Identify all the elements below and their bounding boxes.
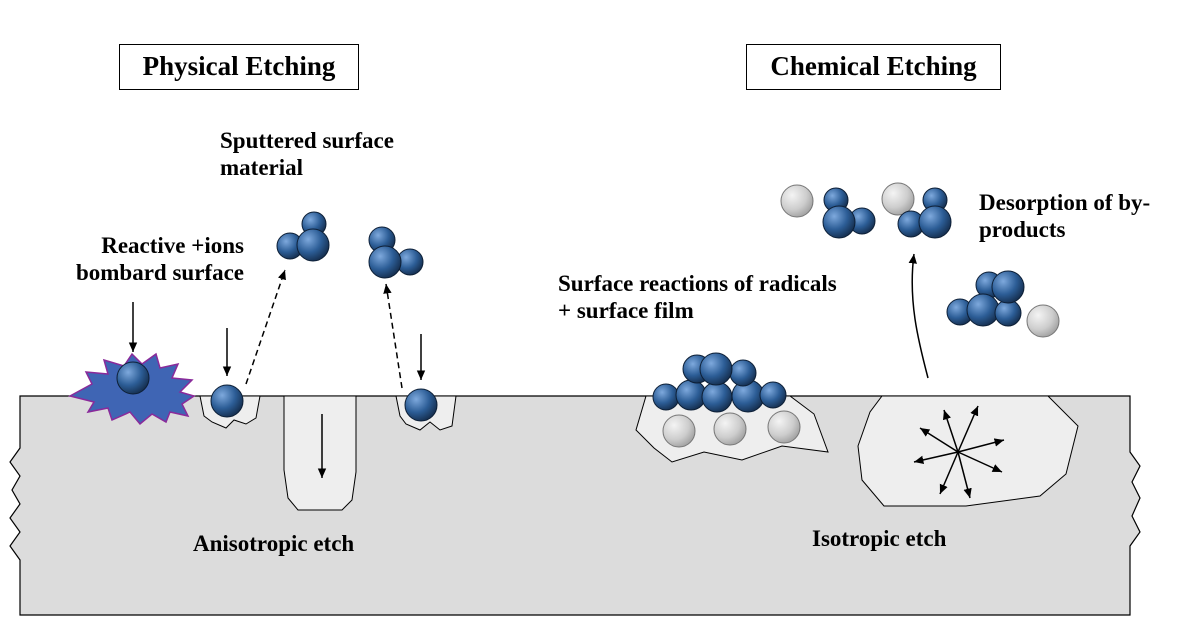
byproduct-gray [780, 184, 814, 218]
ion-particle [116, 361, 150, 395]
byproduct-gray [881, 182, 915, 216]
isotropic-arrows [913, 405, 1005, 499]
surface-reactions-line2: + surface film [558, 298, 694, 323]
desorption-label-line2: products [979, 217, 1066, 242]
anisotropic-label: Anisotropic etch [193, 531, 355, 556]
sputtered-molecule [368, 226, 424, 279]
isotropic-cavity [857, 395, 1079, 507]
byproduct-molecule [897, 187, 952, 239]
anisotropic-trench [283, 395, 357, 511]
sputtered-molecule [276, 211, 330, 262]
sputter-path-arrow [245, 269, 286, 385]
desorption-label: Desorption of by- products [979, 189, 1150, 243]
sputter-path-arrow [383, 283, 403, 389]
desorption-arrow [908, 253, 929, 379]
byproduct-molecule [822, 187, 876, 239]
sputtered-label: Sputtered surface material [220, 127, 394, 181]
ion-particle [210, 384, 244, 418]
surface-film-gray-particles [662, 410, 801, 448]
sputtered-label-line2: material [220, 155, 304, 180]
isotropic-label: Isotropic etch [812, 526, 947, 551]
ions-label-line2: bombard surface [75, 260, 244, 285]
surface-reactions-label: Surface reactions of radicals + surface … [558, 270, 837, 324]
chemical-etching-title: Chemical Etching [746, 44, 1001, 90]
ions-label-line1: Reactive +ions [101, 233, 244, 258]
desorption-label-line1: Desorption of by- [979, 190, 1151, 215]
physical-etching-title: Physical Etching [119, 44, 359, 90]
radical-cluster [652, 352, 787, 413]
sputtered-label-line1: Sputtered surface [220, 128, 394, 153]
surface-reactions-line1: Surface reactions of radicals [558, 271, 837, 296]
ions-label: Reactive +ions bombard surface [40, 232, 244, 286]
byproduct-cluster [946, 270, 1060, 338]
ion-particle [404, 388, 438, 422]
